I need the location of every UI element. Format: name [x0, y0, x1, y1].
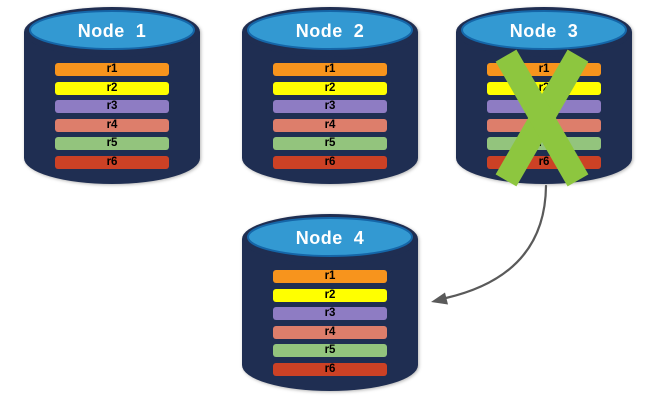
- replica-row-r6: r6: [55, 155, 169, 169]
- replica-row-r3: r3: [273, 307, 387, 321]
- replica-row-label: r1: [106, 63, 118, 75]
- replica-row-label: r3: [324, 307, 336, 320]
- replica-row-r2: r2: [55, 81, 169, 95]
- replica-row-label: r3: [324, 100, 336, 113]
- failure-x-icon: [495, 49, 589, 187]
- replica-row-label: r2: [324, 288, 336, 301]
- replica-row-r6: r6: [273, 362, 387, 376]
- replica-row-label: r5: [324, 137, 336, 150]
- node-1-cylinder: Node 1 r1 r2 r3 r4 r5 r6: [22, 6, 202, 188]
- replica-row-label: r2: [106, 81, 118, 94]
- node-2-title: Node 2: [295, 21, 365, 41]
- replica-row-label: r4: [324, 118, 336, 131]
- replica-row-label: r6: [324, 362, 336, 375]
- replica-row-r3: r3: [55, 100, 169, 114]
- replica-row-r2: r2: [273, 288, 387, 302]
- node-4-cylinder: Node 4 r1 r2 r3 r4 r5 r6: [240, 213, 420, 395]
- node-4-title: Node 4: [295, 228, 365, 248]
- replica-row-r1: r1: [273, 270, 387, 283]
- replica-row-label: r1: [324, 63, 336, 75]
- database-cylinder-icon: [24, 7, 200, 184]
- node-1-title: Node 1: [77, 21, 147, 41]
- replica-row-label: r5: [324, 344, 336, 357]
- replica-row-label: r2: [538, 81, 550, 94]
- replica-row-label: r4: [324, 325, 336, 338]
- replica-row-r3: r3: [273, 100, 387, 114]
- replica-row-r5: r5: [273, 344, 387, 358]
- node-1-rows: r1 r2 r3 r4 r5 r6: [55, 63, 169, 169]
- replica-row-label: r5: [106, 137, 118, 150]
- replica-row-r1: r1: [55, 63, 169, 76]
- replica-row-r2: r2: [273, 81, 387, 95]
- replica-row-label: r6: [538, 155, 550, 168]
- replica-row-label: r1: [324, 270, 336, 282]
- replica-row-r5: r5: [273, 137, 387, 151]
- replica-row-label: r3: [106, 100, 118, 113]
- replica-row-r4: r4: [55, 118, 169, 132]
- replica-row-r4: r4: [273, 118, 387, 132]
- replica-row-r4: r4: [273, 325, 387, 339]
- replica-row-r6: r6: [273, 155, 387, 169]
- node-3-title: Node 3: [509, 21, 579, 41]
- replica-row-label: r1: [538, 63, 550, 75]
- node-4-rows: r1 r2 r3 r4 r5 r6: [273, 270, 387, 376]
- node-2-cylinder: Node 2 r1 r2 r3 r4 r5 r6: [240, 6, 420, 188]
- replica-row-label: r4: [106, 118, 118, 131]
- replica-row-r5: r5: [55, 137, 169, 151]
- replica-row-label: r6: [324, 155, 336, 168]
- replica-row-label: r6: [106, 155, 118, 168]
- node-2-rows: r1 r2 r3 r4 r5 r6: [273, 63, 387, 169]
- replica-row-label: r2: [324, 81, 336, 94]
- replica-row-r1: r1: [273, 63, 387, 76]
